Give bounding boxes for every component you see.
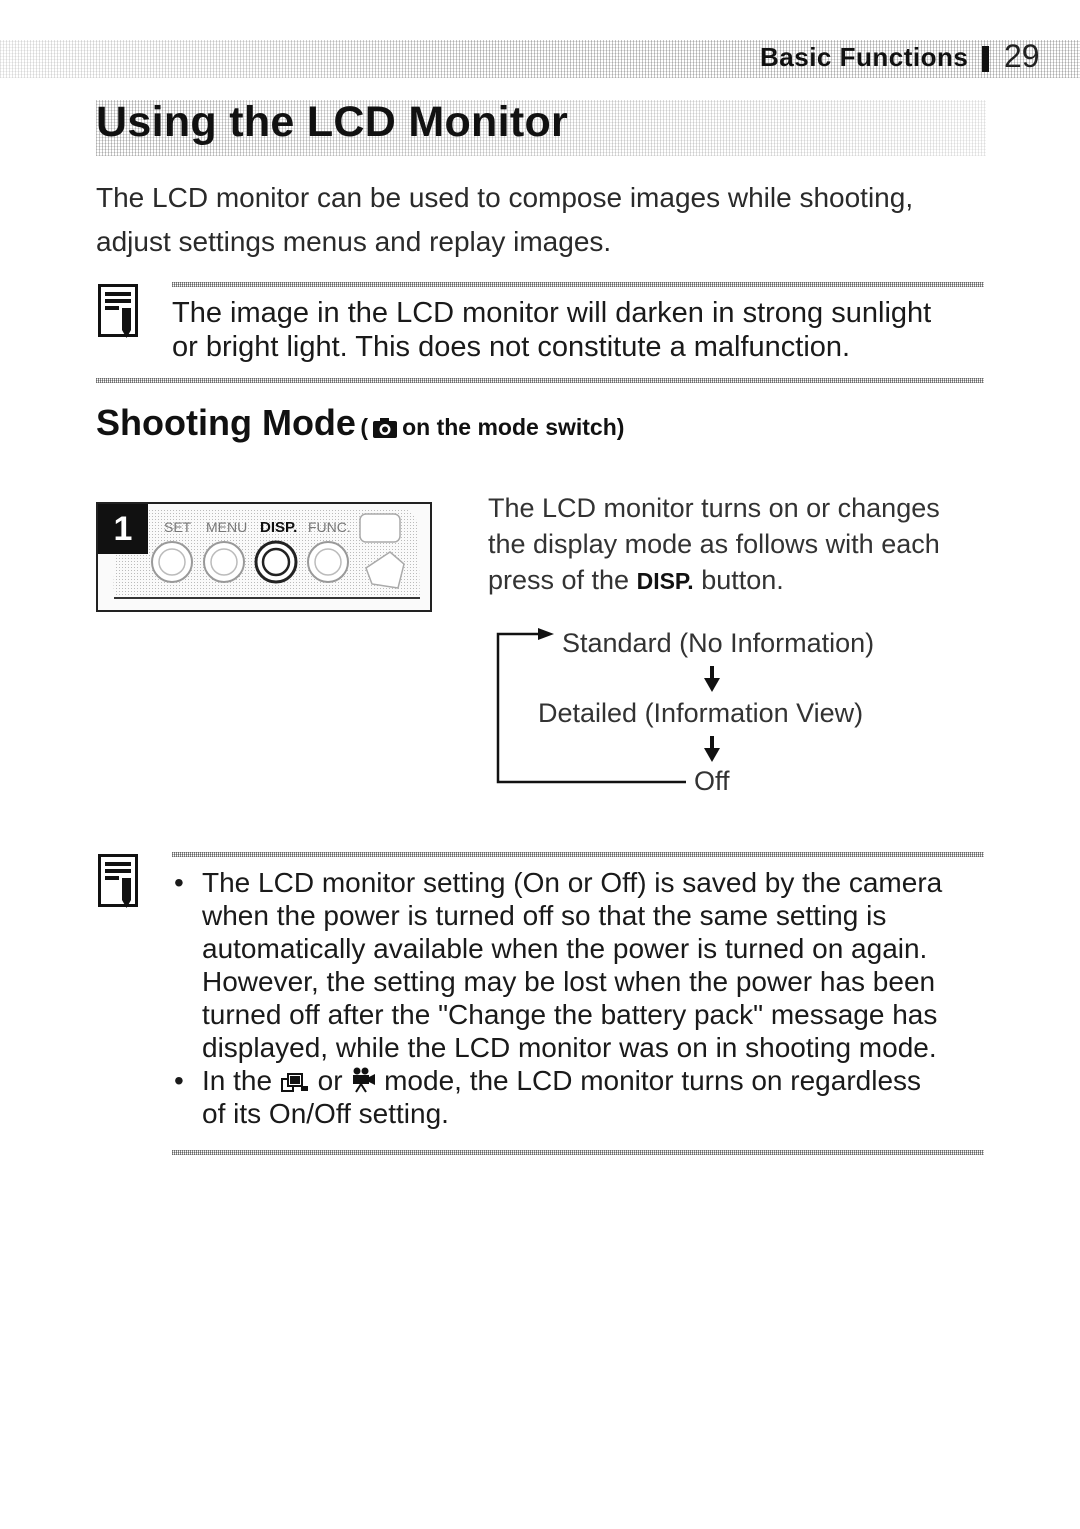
- note-top-rule: [172, 852, 984, 857]
- note2-text: mode, the LCD monitor turns on regardles…: [384, 1065, 922, 1096]
- camera-button-menu: [203, 541, 245, 583]
- paren-open: (: [360, 414, 369, 440]
- flow-down-arrow: [704, 666, 720, 692]
- header-band: [0, 40, 1080, 78]
- step-desc-text: button.: [693, 565, 784, 595]
- memo-note-icon: [98, 854, 138, 908]
- camera-button-menu-inner: [210, 548, 238, 576]
- camera-button-label: MENU: [206, 519, 247, 535]
- note2-line: However, the setting may be lost when th…: [202, 966, 936, 997]
- camera-button-label: SET: [164, 519, 192, 535]
- section-subheading: Shooting Mode ( on the mode switch): [96, 402, 624, 444]
- note-top-rule: [172, 282, 984, 287]
- intro-line: The LCD monitor can be used to compose i…: [96, 182, 914, 213]
- note1-line: The image in the LCD monitor will darken…: [172, 297, 932, 329]
- page-number: 29: [1004, 38, 1040, 74]
- step-number: 1: [98, 504, 148, 554]
- stitch-assist-icon: [280, 1073, 308, 1092]
- section-label: Basic Functions: [760, 42, 969, 72]
- intro-paragraph: The LCD monitor can be used to compose i…: [96, 176, 956, 264]
- flow-loop-arrowhead: [538, 628, 554, 640]
- note2-text: In the: [202, 1065, 273, 1096]
- memo-note-icon: [98, 284, 138, 338]
- bullet: •: [174, 867, 184, 898]
- note2-line: The LCD monitor setting (On or Off) is s…: [202, 867, 943, 898]
- note2-item: • In the or mode, the LCD monitor turns …: [172, 1064, 992, 1130]
- camera-back-illustration: SET MENU DISP. FUNC.: [113, 508, 420, 599]
- step-desc-text: press of the: [488, 565, 637, 595]
- camera-mode-icon: [373, 418, 398, 438]
- camera-button-disp-inner: [261, 547, 291, 577]
- page-title: Using the LCD Monitor: [96, 98, 569, 146]
- note-bottom-rule: [172, 1150, 984, 1155]
- note2-line: automatically available when the power i…: [202, 933, 928, 964]
- step-description: The LCD monitor turns on or changes the …: [488, 490, 988, 599]
- title-fade: [96, 100, 986, 156]
- camera-button-func-inner: [314, 548, 342, 576]
- flow-mode-off: Off: [694, 766, 730, 796]
- header-fade: [0, 40, 1080, 78]
- note1-text: The image in the LCD monitor will darken…: [172, 296, 972, 364]
- camera-button-func: [307, 541, 349, 583]
- intro-line: adjust settings menus and replay images.: [96, 226, 612, 257]
- note2-item: • The LCD monitor setting (On or Off) is…: [172, 866, 992, 1064]
- step-desc-line: press of the DISP. button.: [488, 562, 988, 599]
- subheading-title: Shooting Mode: [96, 402, 356, 443]
- note2-text: or: [317, 1065, 343, 1096]
- step-illustration: SET MENU DISP. FUNC. 1: [96, 502, 432, 612]
- movie-icon: [353, 1067, 376, 1093]
- flow-mode-standard: Standard (No Information): [562, 628, 875, 658]
- flow-mode-detailed: Detailed (Information View): [538, 698, 864, 728]
- note1-line: or bright light. This does not constitut…: [172, 331, 851, 363]
- camera-button-label: DISP.: [260, 519, 297, 536]
- camera-print-button: [359, 513, 401, 543]
- camera-button-set-inner: [158, 548, 186, 576]
- bullet: •: [174, 1065, 184, 1096]
- camera-mode-dial: [365, 551, 405, 589]
- note2-line: displayed, while the LCD monitor was on …: [202, 1032, 937, 1063]
- section-separator: [982, 46, 989, 72]
- step-desc-line: the display mode as follows with each: [488, 529, 940, 559]
- paren-text: on the mode switch): [402, 414, 625, 440]
- flow-down-arrow: [704, 736, 720, 762]
- flow-loop-line: [496, 632, 686, 784]
- note2-line: In the or mode, the LCD monitor turns on…: [202, 1064, 992, 1097]
- subheading-note: ( on the mode switch): [360, 414, 624, 440]
- note-bottom-rule: [96, 378, 984, 383]
- note2-list: • The LCD monitor setting (On or Off) is…: [172, 866, 992, 1130]
- disp-button-label: DISP.: [636, 568, 694, 594]
- display-mode-flow: [496, 628, 720, 784]
- note2-line: turned off after the "Change the battery…: [202, 999, 938, 1030]
- camera-button-label: FUNC.: [308, 519, 351, 535]
- note2-line: of its On/Off setting.: [202, 1098, 449, 1129]
- camera-button-set: [151, 541, 193, 583]
- step-desc-line: The LCD monitor turns on or changes: [488, 493, 940, 523]
- note2-line: when the power is turned off so that the…: [202, 900, 887, 931]
- title-band: [96, 100, 986, 156]
